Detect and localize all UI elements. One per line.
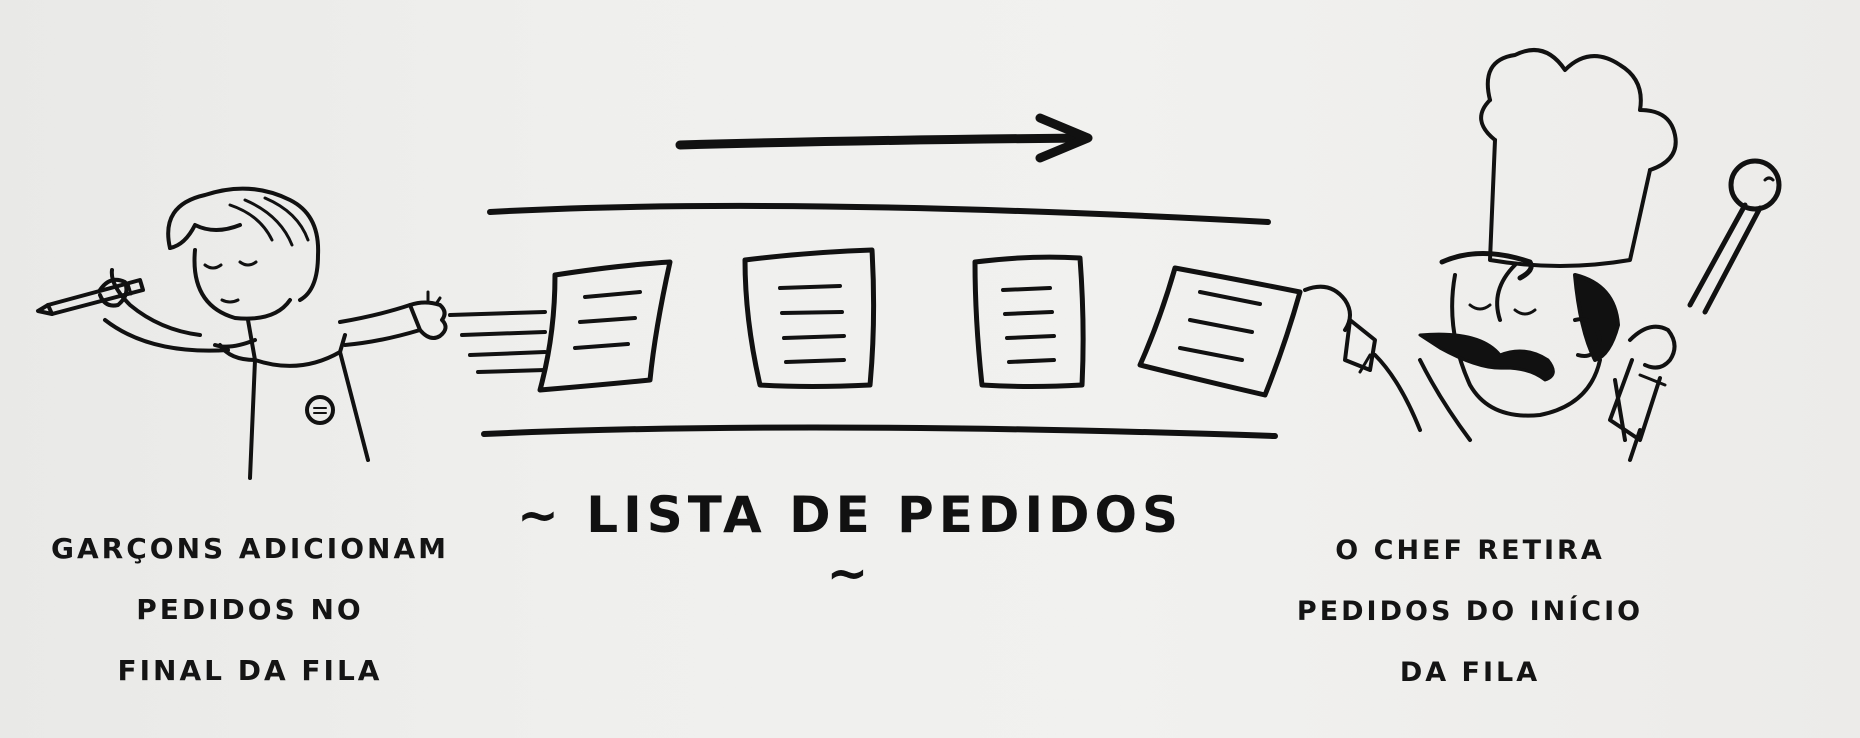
tilde-right: ~ xyxy=(826,544,874,602)
order-ticket-icon xyxy=(1137,265,1303,398)
chef-caption: O CHEF RETIRA PEDIDOS DO INÍCIO DA FILA xyxy=(1270,520,1670,703)
waiter-caption-line: FINAL DA FILA xyxy=(117,654,383,687)
waiter-caption-line: PEDIDOS NO xyxy=(136,593,364,626)
waiter-figure xyxy=(98,186,448,480)
chef-caption-line: DA FILA xyxy=(1399,657,1541,688)
order-ticket-icon xyxy=(537,259,673,393)
order-ticket-icon xyxy=(972,254,1086,389)
motion-lines xyxy=(448,310,547,374)
chef-figure xyxy=(1303,48,1678,462)
pencil-icon xyxy=(36,278,145,316)
queue-label: ~ LISTA DE PEDIDOS ~ xyxy=(510,486,1190,602)
waiter-caption: GARÇONS ADICIONAM PEDIDOS NO FINAL DA FI… xyxy=(40,518,460,701)
tilde-left: ~ xyxy=(516,486,564,544)
queue-top-rail xyxy=(487,202,1271,225)
chef-caption-line: O CHEF RETIRA xyxy=(1335,535,1605,566)
order-ticket-icon xyxy=(742,247,877,389)
direction-arrow xyxy=(675,113,1093,163)
queue-title: LISTA DE PEDIDOS xyxy=(586,486,1184,544)
queue-bottom-rail xyxy=(481,424,1278,439)
chef-caption-line: PEDIDOS DO INÍCIO xyxy=(1296,596,1644,627)
waiter-caption-line: GARÇONS ADICIONAM xyxy=(51,532,449,565)
spoon-icon xyxy=(1687,158,1782,315)
